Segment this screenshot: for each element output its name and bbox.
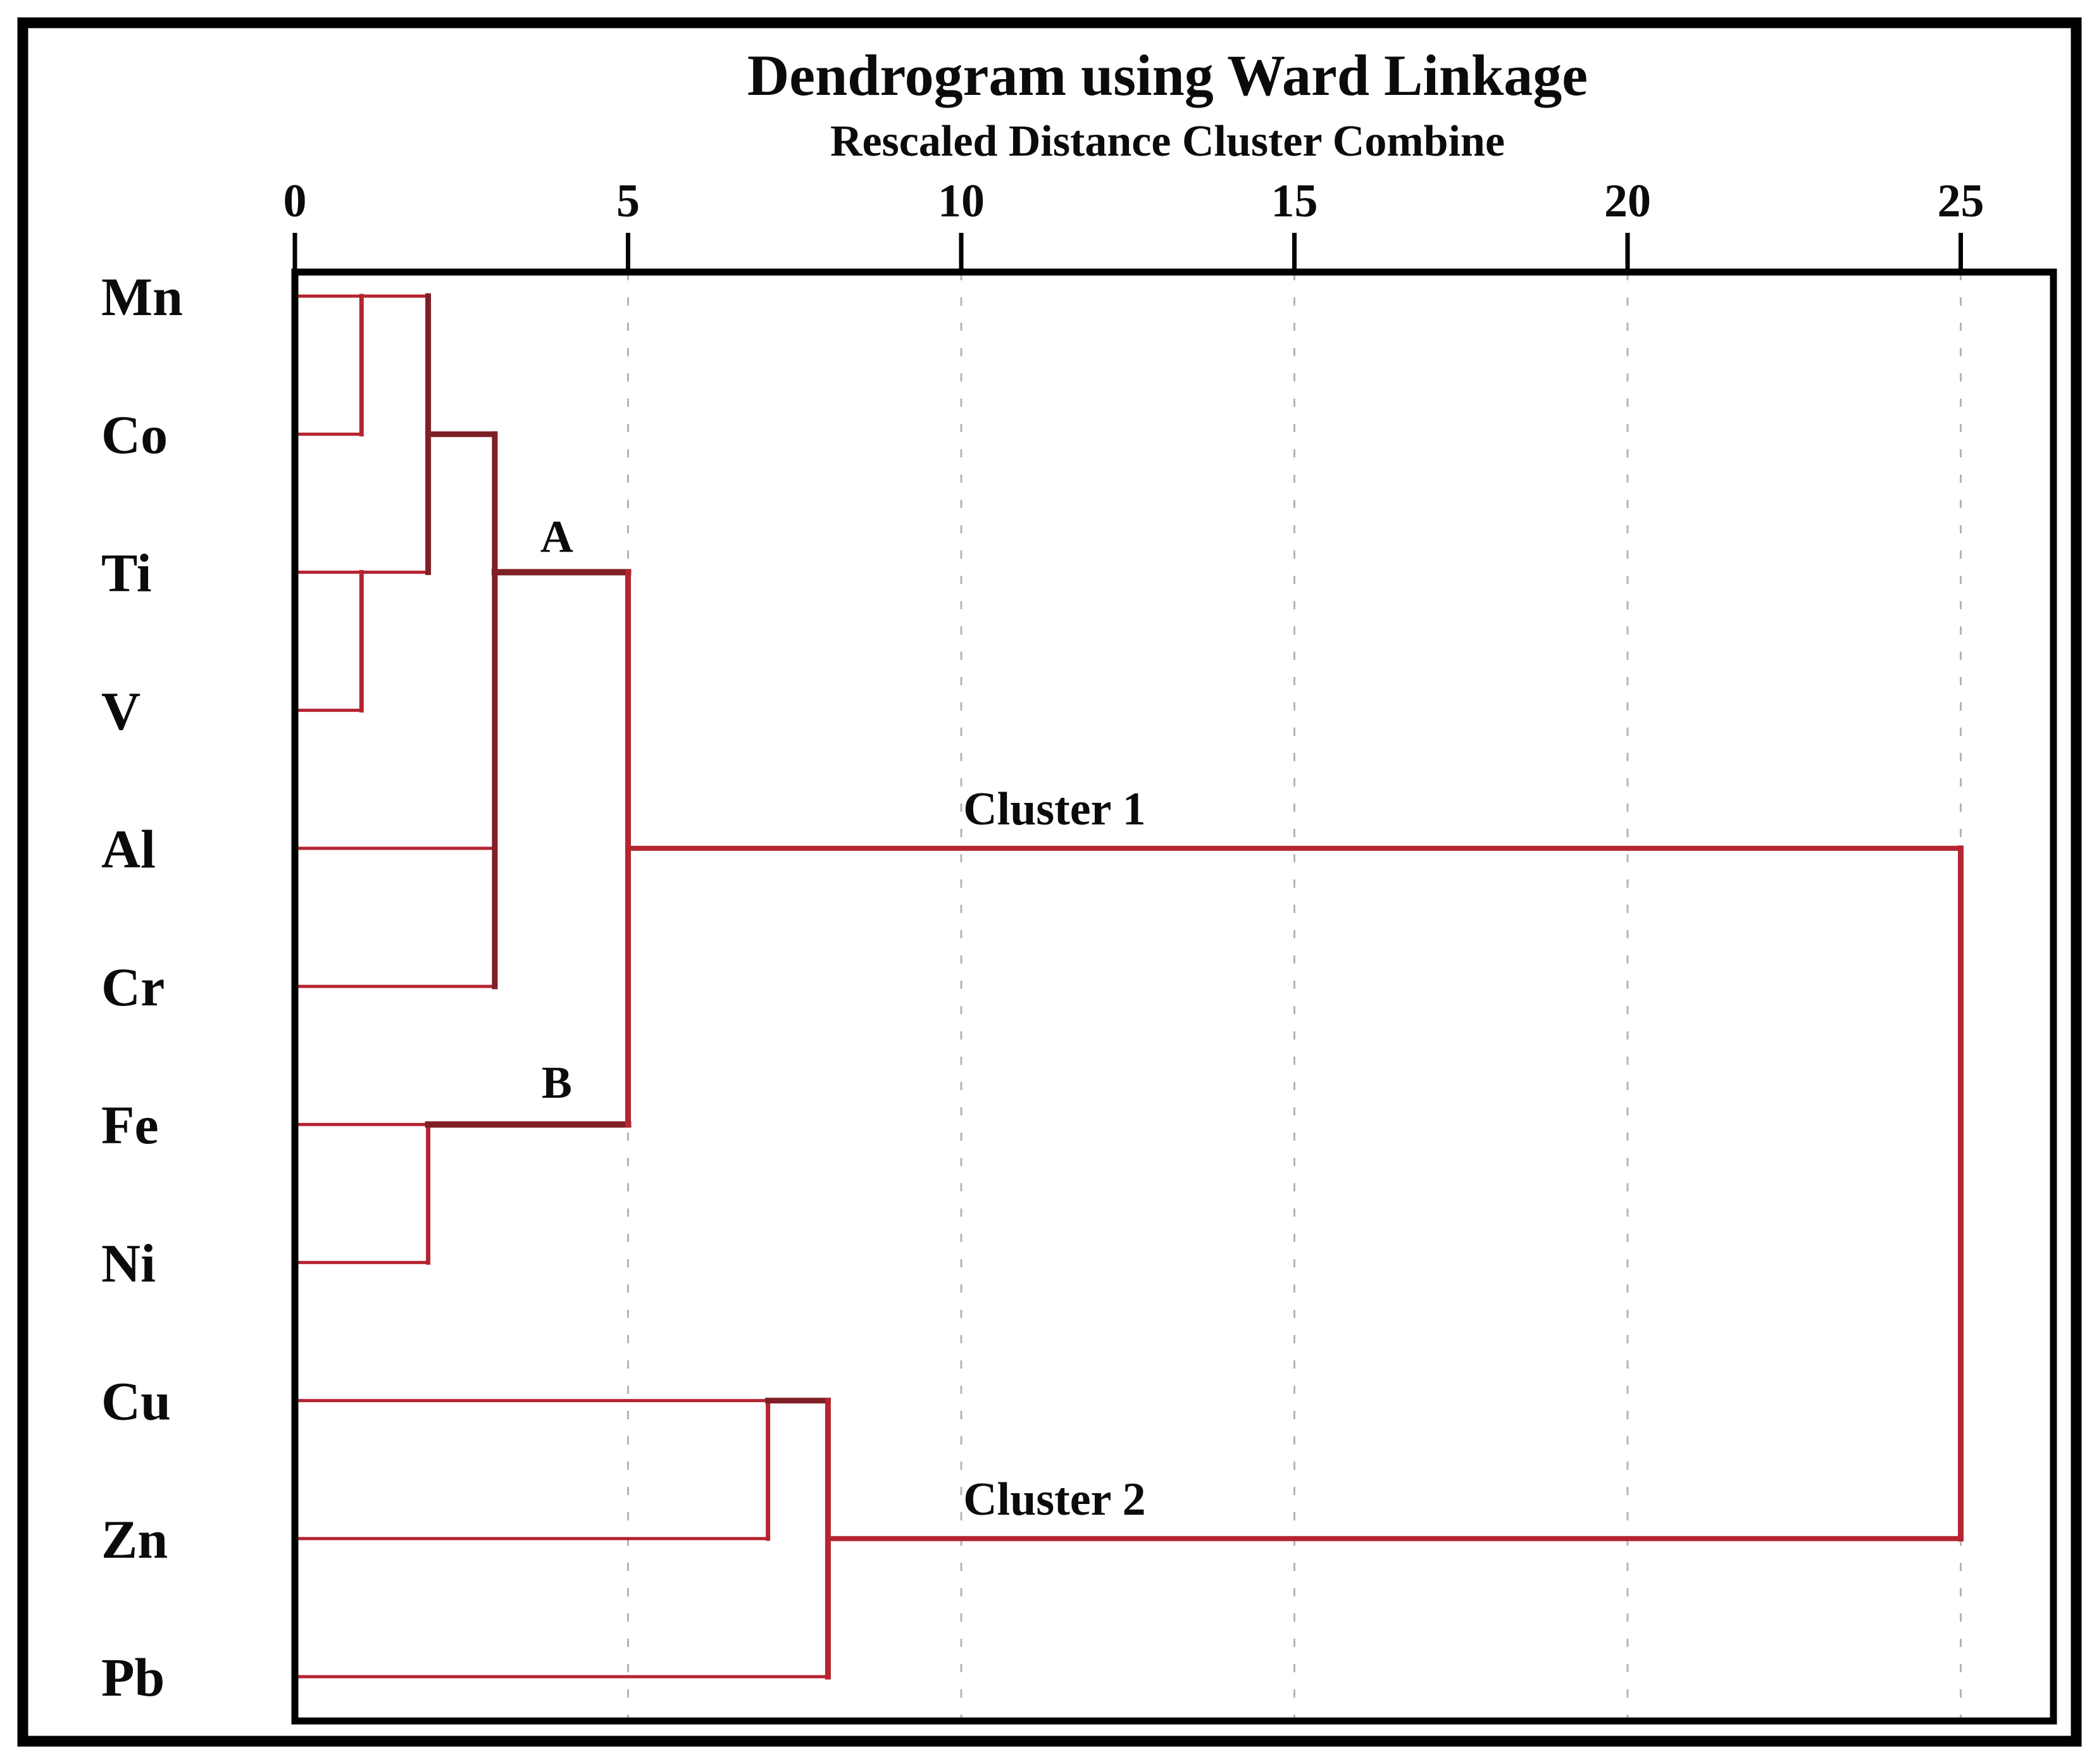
row-label-ti: Ti: [101, 542, 152, 603]
tick-label-5: 5: [616, 175, 640, 227]
row-label-v: V: [101, 681, 140, 742]
dendrogram-lines: [293, 293, 1964, 1680]
annotation-cluster-2: Cluster 2: [963, 1474, 1145, 1525]
row-label-al: Al: [101, 819, 156, 879]
x-axis-ticks: 0 5 10 15 20 25: [283, 175, 1984, 270]
row-label-pb: Pb: [101, 1647, 165, 1708]
figure-outer-border: [17, 17, 2082, 1747]
row-label-zn: Zn: [101, 1509, 168, 1570]
tick-label-15: 15: [1271, 175, 1318, 227]
tick-label-20: 20: [1604, 175, 1651, 227]
annotation-a: A: [540, 511, 573, 562]
tick-label-10: 10: [938, 175, 985, 227]
row-label-mn: Mn: [101, 266, 183, 327]
annotation-cluster-1: Cluster 1: [963, 783, 1145, 835]
annotations: A B Cluster 1 Cluster 2: [540, 511, 1146, 1525]
tick-label-25: 25: [1938, 175, 1984, 227]
tick-label-0: 0: [283, 175, 307, 227]
plot-frame: [291, 268, 2057, 1725]
row-label-ni: Ni: [101, 1233, 156, 1293]
row-label-co: Co: [101, 404, 168, 465]
row-label-fe: Fe: [101, 1095, 159, 1155]
annotation-b: B: [542, 1057, 572, 1108]
row-label-cu: Cu: [101, 1371, 171, 1432]
chart-title: Dendrogram using Ward Linkage: [747, 43, 1588, 108]
chart-subtitle: Rescaled Distance Cluster Combine: [830, 117, 1505, 166]
row-label-cr: Cr: [101, 957, 165, 1017]
